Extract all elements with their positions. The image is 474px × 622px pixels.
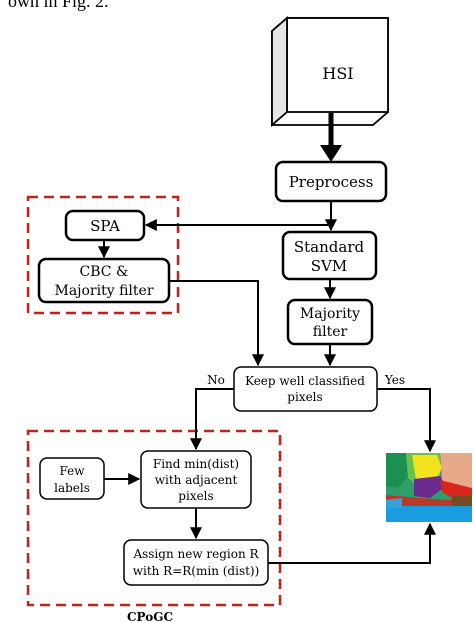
preprocess-box: Preprocess — [274, 160, 388, 203]
yes-label: Yes — [384, 373, 405, 387]
find-min-line2: with adjacent — [155, 473, 238, 487]
find-min-line1: Find min(dist) — [153, 457, 239, 471]
hsi-cube: HSI — [271, 16, 389, 127]
find-min-box: Find min(dist) with adjacent pixels — [140, 450, 252, 509]
svm-box: Standard SVM — [281, 230, 378, 281]
few-labels-line2: labels — [54, 481, 90, 495]
few-labels-box: Few labels — [39, 457, 105, 500]
majority-box: Majority filter — [286, 298, 374, 346]
majority-label-line1: Majority — [300, 306, 360, 322]
cbc-box: CBC & Majority filter — [37, 257, 171, 304]
classification-map-image — [386, 453, 472, 522]
few-labels-line1: Few — [59, 464, 85, 478]
spa-cbc-dashed-region — [26, 195, 180, 315]
no-label: No — [207, 373, 225, 387]
keep-yes-arrow — [377, 388, 436, 453]
hsi-label: HSI — [322, 64, 353, 83]
keep-label-line1: Keep well classified — [245, 374, 365, 388]
assign-line1: Assign new region R — [132, 547, 259, 561]
assign-to-image-arrow — [268, 522, 436, 564]
assign-box: Assign new region R with R=R(min (dist)) — [123, 539, 269, 586]
majority-label-line2: filter — [313, 324, 348, 340]
cbc-label-line2: Majority filter — [54, 283, 153, 299]
keep-no-arrow — [190, 388, 234, 451]
spa-box: SPA — [64, 209, 146, 242]
cbc-to-keep-arrow — [169, 280, 264, 367]
caption-text: own in Fig. 2. — [8, 0, 109, 11]
find-min-line3: pixels — [178, 489, 213, 503]
svm-label-line2: SVM — [311, 257, 347, 275]
svm-label-line1: Standard — [294, 238, 365, 256]
keep-box: Keep well classified pixels — [233, 366, 378, 412]
cpogc-label: CPoGC — [127, 610, 173, 622]
hsi-arrowhead — [320, 145, 342, 162]
spa-label: SPA — [90, 217, 120, 235]
preprocess-label: Preprocess — [289, 173, 374, 191]
cbc-label-line1: CBC & — [80, 264, 129, 280]
keep-label-line2: pixels — [287, 390, 322, 404]
assign-line2: with R=R(min (dist)) — [133, 564, 260, 578]
cpogc-dashed-region — [26, 429, 282, 607]
